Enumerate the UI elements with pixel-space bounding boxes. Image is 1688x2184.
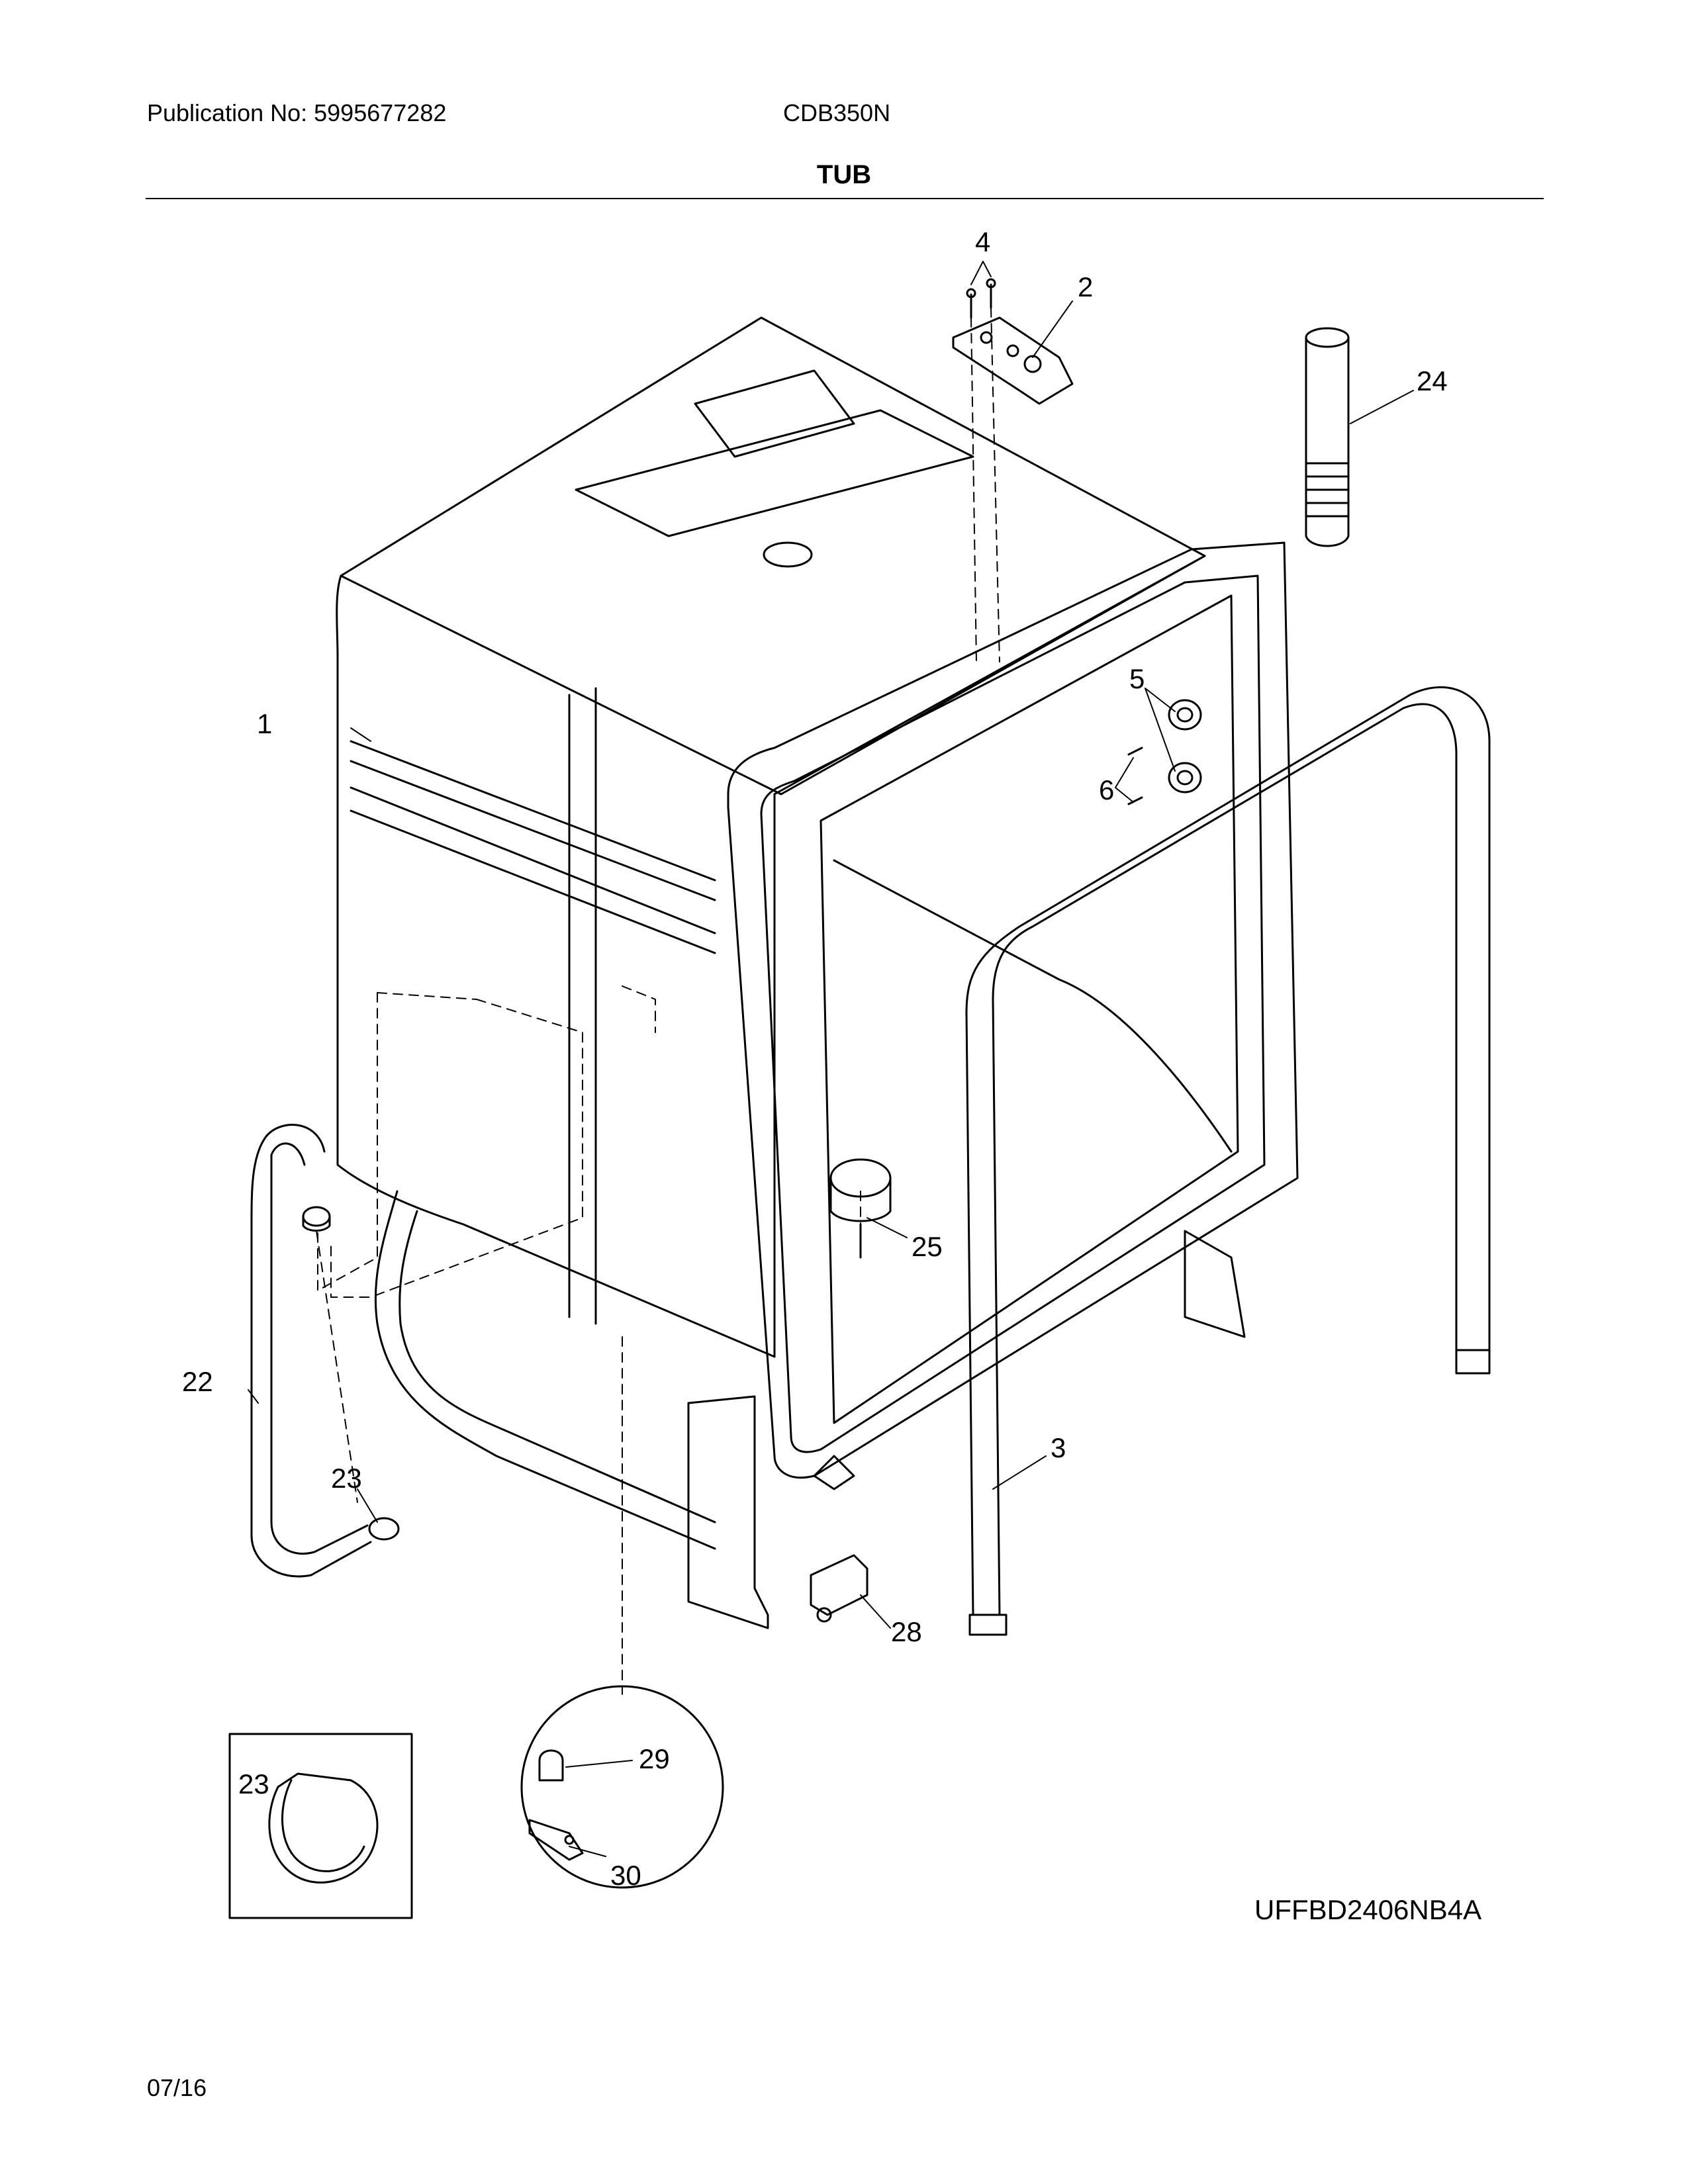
publication-number: Publication No: 5995677282: [147, 99, 447, 126]
hose-clamp-upper: [302, 1206, 331, 1232]
callout-28: 28: [891, 1616, 922, 1647]
callout-5: 5: [1129, 663, 1145, 694]
callout-4: 4: [975, 226, 990, 257]
callout-1: 1: [257, 708, 272, 739]
tub-side-brackets: [687, 1230, 1246, 1629]
callout-22: 22: [182, 1366, 213, 1397]
callout-2: 2: [1078, 271, 1093, 302]
clamp-detail-box: [228, 1733, 413, 1919]
leader-lines: [248, 261, 1414, 1857]
mounting-screws: [966, 278, 996, 319]
revision-date: 07/16: [147, 2074, 207, 2101]
page-title: TUB: [816, 160, 872, 189]
door-switch: [810, 1554, 868, 1623]
float-assembly: [829, 1158, 892, 1259]
callout-29: 29: [639, 1743, 670, 1774]
header-rule: [146, 198, 1544, 199]
model-number: CDB350N: [783, 99, 891, 126]
hose-clamp-lower: [368, 1517, 400, 1541]
grommets: [1168, 699, 1202, 794]
callout-6: 6: [1099, 774, 1114, 805]
callout-23-detail: 23: [238, 1768, 269, 1799]
callout-25: 25: [912, 1231, 943, 1262]
callout-24: 24: [1417, 365, 1448, 396]
top-bracket: [952, 316, 1074, 405]
tub-body: [336, 316, 1206, 1550]
drain-hose: [250, 1124, 372, 1578]
callout-3: 3: [1051, 1432, 1066, 1463]
detail-circle: [520, 1685, 724, 1889]
door-gasket: [965, 686, 1491, 1636]
tub-front-frame: [727, 541, 1299, 1479]
callout-23-hose: 23: [331, 1463, 362, 1494]
vent-tube: [1305, 327, 1350, 547]
diagram-code: UFFBD2406NB4A: [1254, 1894, 1482, 1925]
grommet-screws: [1127, 747, 1143, 805]
callout-30: 30: [610, 1860, 641, 1891]
